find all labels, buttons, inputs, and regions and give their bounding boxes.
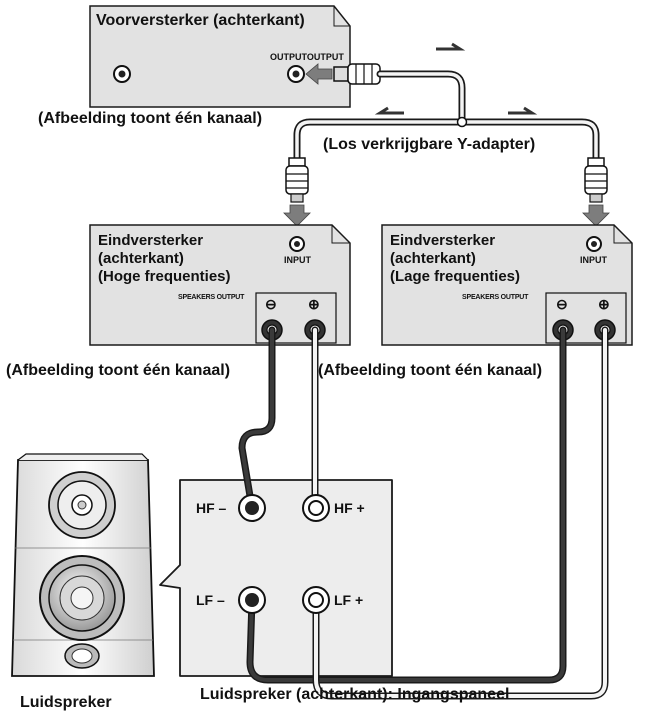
speaker-cable-dark [238,326,567,684]
amp-low-speakers-output-label: SPEAKERS OUTPUT [462,294,529,301]
amp-high-minus-icon: ⊖ [265,296,277,312]
tweeter-icon [48,471,116,539]
speaker-cable-light [311,326,609,700]
amp-high-title: Eindversterker (achterkant) (Hoge freque… [98,232,231,285]
rca-plug-low [584,157,608,203]
amp-low-input-label: INPUT [580,255,607,265]
lf-plus-label: LF + [334,592,364,608]
amp-high-input-jack [289,236,305,252]
hf-minus-terminal [238,494,266,522]
preamp-arrow-icon [305,63,333,85]
signal-arrow-right-icon [436,42,466,51]
amp-high-speakers-output-label: SPEAKERS OUTPUT [178,294,245,301]
amp-high-input-label: INPUT [284,255,311,265]
preamp-caption: (Afbeelding toont één kanaal) [38,110,263,127]
preamp-title: Voorversterker (achterkant) [96,12,305,29]
bass-port-icon [64,643,100,669]
amp-low-caption: (Afbeelding toont één kanaal) [318,362,543,379]
lf-minus-terminal [238,586,266,614]
amp-low-minus-icon: ⊖ [556,296,568,312]
rca-plug-preamp [333,63,381,85]
rca-plug-high [285,157,309,203]
y-adapter-cable [293,70,600,162]
hf-plus-label: HF + [334,500,365,516]
amp-low-panel [381,224,633,346]
preamp-output-label: OUTPUTOUTPUT [270,52,344,62]
hf-plus-terminal [302,494,330,522]
hf-minus-label: HF – [196,500,227,516]
preamp-jack-left [113,65,131,83]
amp-high-plus-icon: ⊕ [308,296,320,312]
speaker-input-panel [159,479,393,677]
preamp-panel [89,5,351,108]
amp-low-terminal-group [545,292,627,344]
down-arrow-icon [582,204,610,227]
signal-arrow-left-icon [374,106,404,115]
amp-low-plus-icon: ⊕ [598,296,610,312]
amp-high-terminal-group [255,292,337,344]
signal-arrow-right-icon [508,106,538,115]
lf-plus-terminal [302,586,330,614]
amp-high-caption: (Afbeelding toont één kanaal) [6,362,231,379]
woofer-icon [39,555,125,641]
preamp-output-jack [287,65,305,83]
lf-minus-label: LF – [196,592,225,608]
speaker-label: Luidspreker [20,694,112,711]
input-panel-caption: Luidspreker (achterkant): Ingangspaneel [200,686,510,703]
amp-low-title: Eindversterker (achterkant) (Lage freque… [390,232,521,285]
down-arrow-icon [283,204,311,227]
speaker-illustration [11,453,155,677]
amp-low-input-jack [586,236,602,252]
y-adapter-label: (Los verkrijgbare Y-adapter) [323,136,536,153]
